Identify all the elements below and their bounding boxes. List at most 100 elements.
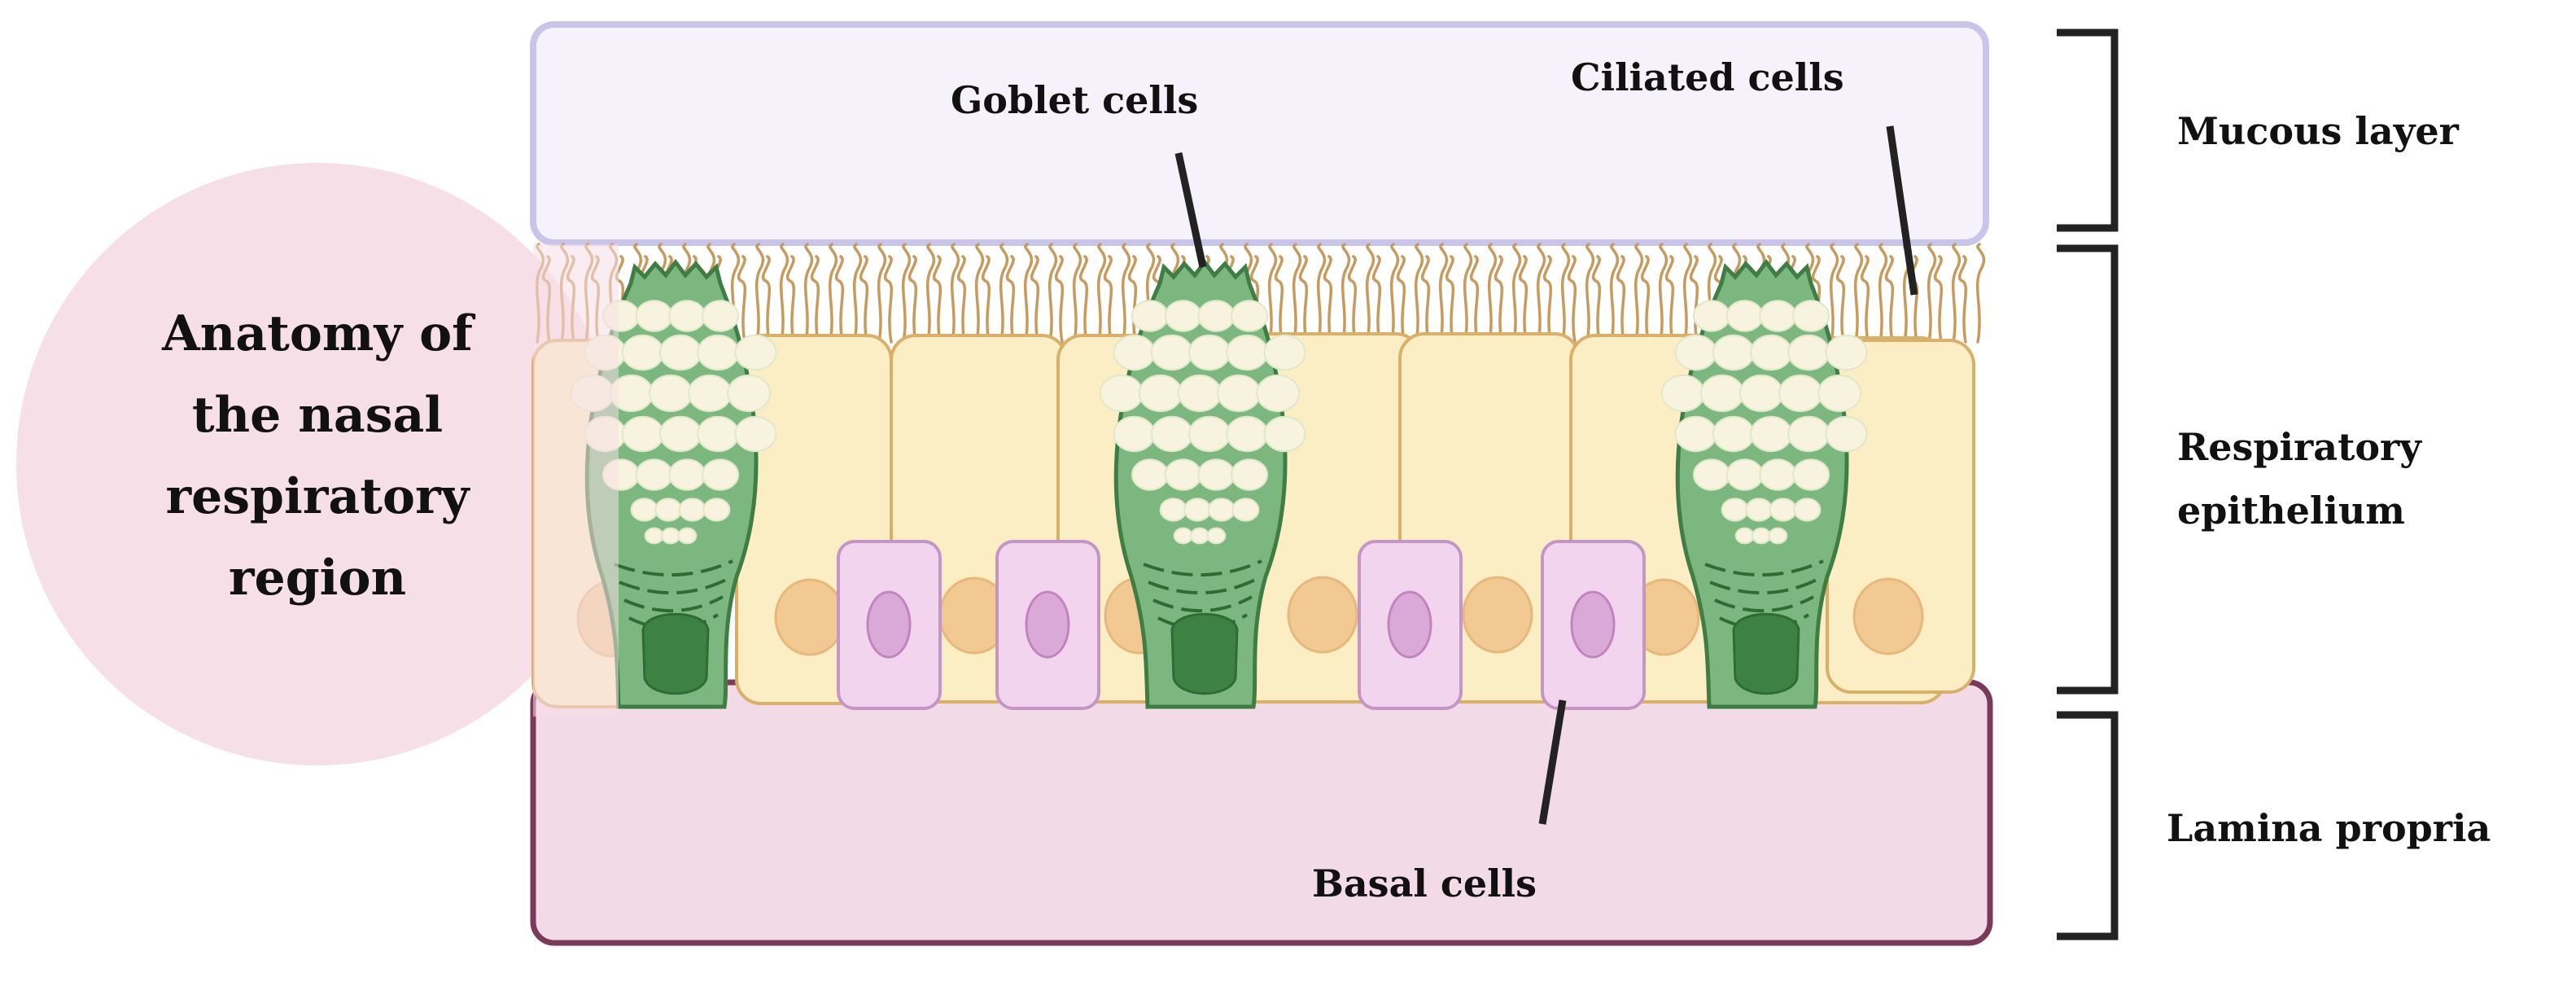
goblet-cells (570, 258, 1868, 709)
cilium (1975, 243, 1986, 344)
cilium (1567, 255, 1577, 344)
mucin-granule (1734, 527, 1755, 545)
cilium (1658, 243, 1668, 344)
cilium (1340, 243, 1351, 344)
cilium (834, 255, 845, 344)
cilium (761, 255, 772, 344)
mucin-granule (1778, 374, 1823, 413)
cilium (1274, 255, 1284, 344)
cilium (974, 243, 985, 344)
cilium (908, 255, 918, 344)
cilium (1047, 243, 1058, 344)
golgi-arc (1143, 559, 1262, 577)
ciliated-cell-nucleus (1462, 576, 1533, 654)
mucin-granule (1226, 415, 1269, 453)
golgi-arc (1152, 595, 1253, 612)
cilium (779, 243, 789, 344)
mucin-granule (1721, 498, 1749, 522)
mucin-granule (1768, 527, 1788, 545)
mucin-granule (1692, 300, 1730, 332)
cilium (828, 243, 838, 344)
mucin-granule (1197, 300, 1236, 332)
cilium (1542, 255, 1553, 344)
mucin-granule (1817, 374, 1862, 413)
mucin-granule (654, 498, 683, 522)
cilium (737, 255, 747, 344)
mucin-granule (1769, 498, 1797, 522)
mucin-granule (1231, 458, 1269, 491)
cilium (1957, 255, 1968, 344)
mucin-granule (1792, 300, 1830, 332)
mucin-granule (1699, 374, 1744, 413)
cilium (1878, 243, 1888, 344)
ciliated-cell-nucleus (774, 578, 846, 656)
mucin-granule (1188, 334, 1231, 371)
cilium (1511, 243, 1522, 344)
cilium (1664, 255, 1675, 344)
cilium (883, 255, 894, 344)
mucin-granule (1206, 527, 1227, 545)
cilium (932, 255, 942, 344)
cilium (754, 243, 765, 344)
cilium (1927, 243, 1937, 344)
cilium (1634, 243, 1644, 344)
cilium (925, 243, 936, 344)
cilium (1689, 255, 1699, 344)
mucin-granule (1150, 415, 1193, 453)
goblet-cell-nucleus (1170, 612, 1239, 695)
cilium (1396, 255, 1406, 344)
mucin-granule (1178, 374, 1222, 413)
respiratory-epithelium-bracket (2057, 244, 2119, 695)
mucin-granule (1113, 334, 1156, 371)
mucin-granule (702, 498, 731, 522)
title-line-4: region (228, 550, 407, 607)
mucin-granule (1745, 498, 1773, 522)
mucin-granule (668, 458, 706, 491)
cilium (1536, 243, 1546, 344)
mucin-granule (688, 374, 733, 413)
mucin-granule (1226, 334, 1269, 371)
golgi-arc (614, 559, 733, 577)
cilium (1884, 255, 1895, 344)
cilium (1323, 255, 1333, 344)
mucin-granule (1787, 334, 1830, 371)
cilium (1445, 255, 1455, 344)
mucin-granule (734, 415, 777, 453)
mucin-granule (1739, 374, 1783, 413)
cilium (1682, 243, 1693, 344)
lamina-propria-label: Lamina propria (2167, 806, 2491, 850)
cilium (1389, 243, 1400, 344)
mucin-granule (1793, 498, 1822, 522)
cilium (1316, 243, 1327, 344)
respiratory-epithelium-label-line-1: Respiratory (2177, 425, 2421, 469)
cilium (1494, 255, 1504, 344)
mucin-granule (1725, 300, 1764, 332)
cilium (999, 243, 1009, 344)
basal-cell-nucleus (1570, 590, 1616, 659)
basal-cells-label: Basal cells (1312, 861, 1537, 905)
cilium (956, 255, 967, 344)
mucin-granule (1159, 498, 1187, 522)
title-circle-overlay (533, 244, 619, 717)
cilium (859, 255, 869, 344)
cilium (877, 243, 887, 344)
cilium (1054, 255, 1065, 344)
cilium (1487, 243, 1498, 344)
lamina-propria-bracket (2057, 711, 2119, 940)
mucin-granule (1256, 374, 1301, 413)
mucin-granule (649, 374, 693, 413)
mucin-granule (1759, 300, 1797, 332)
cilium (1420, 255, 1431, 344)
mucin-granule (727, 374, 772, 413)
cilium (1030, 255, 1040, 344)
mucin-granule (668, 300, 706, 332)
golgi-arc (623, 595, 724, 612)
cilium (1933, 255, 1944, 344)
cilium (1438, 243, 1449, 344)
cilium (1096, 243, 1107, 344)
cilium (1591, 255, 1602, 344)
mucin-granule (1792, 458, 1830, 491)
cilium (901, 243, 912, 344)
mucin-granule (1164, 300, 1202, 332)
